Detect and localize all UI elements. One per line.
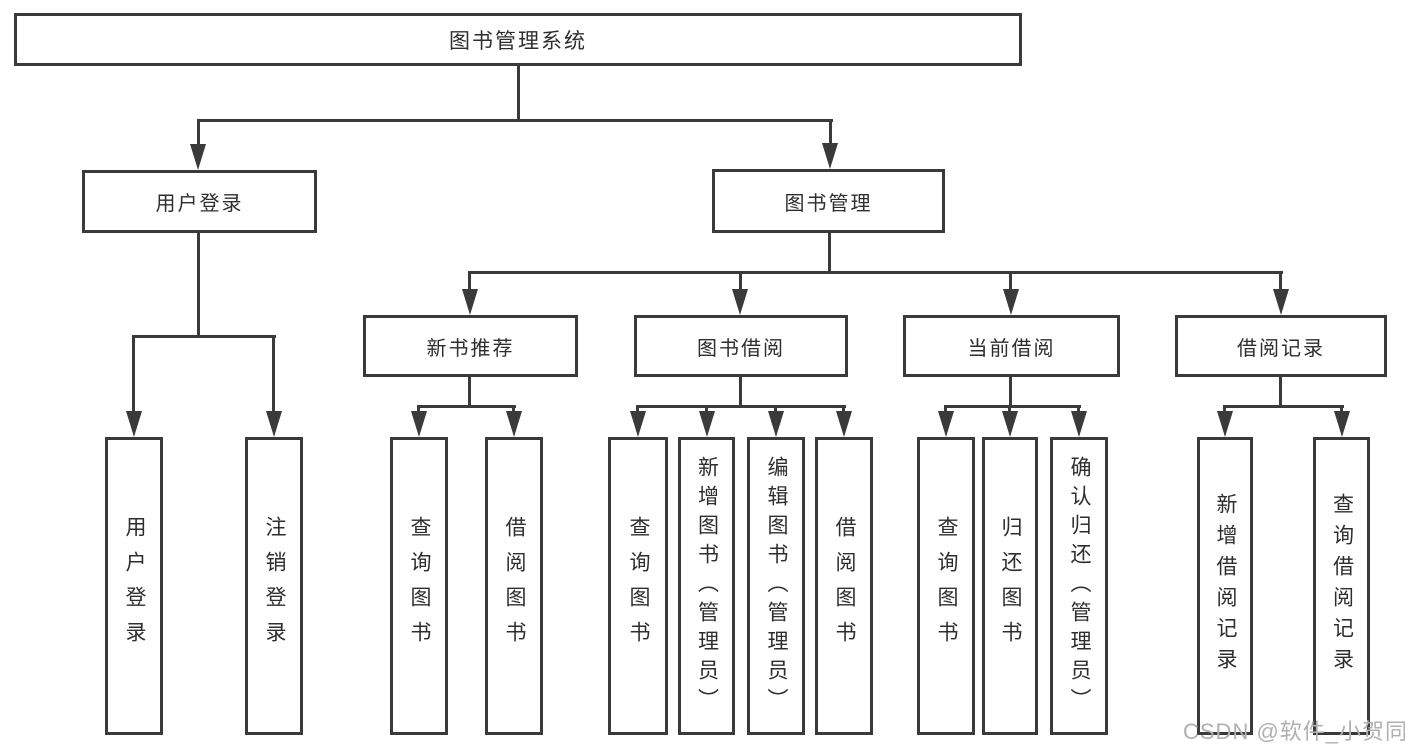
leaf-query-books-current: 查询图书: [917, 437, 975, 735]
csdn-watermark: CSDN @软件_小贺同学: [1183, 719, 1405, 744]
arrow-down-icon: [1071, 411, 1087, 437]
connector-line: [468, 377, 471, 407]
arrow-down-icon: [1002, 411, 1018, 437]
arrow-down-icon: [822, 143, 838, 169]
connector-line: [468, 271, 471, 291]
connector-line: [132, 335, 276, 338]
arrow-down-icon: [836, 411, 852, 437]
connector-line: [842, 405, 845, 413]
connector-line: [636, 405, 846, 408]
connector-line: [1279, 377, 1282, 407]
connector-line: [1009, 271, 1012, 291]
arrow-down-icon: [506, 411, 522, 437]
arrow-down-icon: [630, 411, 646, 437]
connector-line: [1223, 405, 1344, 408]
node-library-management-system: 图书管理系统: [14, 13, 1022, 66]
leaf-add-books-admin: 新增图书（管理员）: [678, 437, 735, 735]
connector-line: [944, 405, 1081, 408]
leaf-borrow-books: 借阅图书: [815, 437, 873, 735]
connector-line: [197, 119, 200, 147]
connector-line: [739, 271, 742, 291]
connector-line: [829, 119, 832, 147]
connector-line: [417, 405, 420, 413]
arrow-down-icon: [1334, 411, 1350, 437]
arrow-down-icon: [1217, 411, 1233, 437]
connector-line: [1340, 405, 1343, 413]
arrow-down-icon: [126, 411, 142, 437]
connector-line: [774, 405, 777, 413]
connector-line: [944, 405, 947, 413]
leaf-query-books-recommend: 查询图书: [390, 437, 448, 735]
leaf-confirm-return-admin: 确认归还（管理员）: [1050, 437, 1108, 735]
connector-line: [517, 64, 520, 122]
leaf-edit-books-admin: 编辑图书（管理员）: [747, 437, 805, 735]
arrow-down-icon: [462, 289, 478, 315]
node-book-management: 图书管理: [712, 169, 945, 233]
arrow-down-icon: [1273, 289, 1289, 315]
node-current-borrowing: 当前借阅: [903, 315, 1120, 377]
node-new-book-recommendation: 新书推荐: [363, 315, 578, 377]
leaf-query-books-borrow: 查询图书: [608, 437, 668, 735]
arrow-down-icon: [938, 411, 954, 437]
arrow-down-icon: [768, 411, 784, 437]
connector-line: [1077, 405, 1080, 413]
connector-line: [1279, 271, 1282, 291]
arrow-down-icon: [190, 144, 206, 170]
leaf-query-borrow-record: 查询借阅记录: [1313, 437, 1370, 735]
leaf-logout-login: 注销登录: [245, 437, 303, 735]
node-user-login: 用户登录: [82, 170, 317, 233]
connector-line: [272, 335, 275, 413]
connector-line: [468, 271, 1283, 274]
leaf-add-borrow-record: 新增借阅记录: [1197, 437, 1253, 735]
leaf-borrow-books-recommend: 借阅图书: [485, 437, 543, 735]
node-book-borrowing: 图书借阅: [634, 315, 848, 377]
connector-line: [1008, 405, 1011, 413]
connector-line: [132, 335, 135, 413]
arrow-down-icon: [732, 289, 748, 315]
connector-line: [512, 405, 515, 413]
connector-line: [197, 119, 833, 122]
connector-line: [636, 405, 639, 413]
leaf-return-books: 归还图书: [982, 437, 1038, 735]
leaf-user-login: 用户登录: [105, 437, 163, 735]
arrow-down-icon: [266, 411, 282, 437]
arrow-down-icon: [1003, 289, 1019, 315]
arrow-down-icon: [411, 411, 427, 437]
connector-line: [1009, 377, 1012, 407]
connector-line: [828, 233, 831, 274]
arrow-down-icon: [699, 411, 715, 437]
connector-line: [1223, 405, 1226, 413]
connector-line: [739, 377, 742, 407]
node-borrowing-records: 借阅记录: [1175, 315, 1387, 377]
connector-line: [197, 233, 200, 337]
connector-line: [705, 405, 708, 413]
connector-line: [417, 405, 516, 408]
